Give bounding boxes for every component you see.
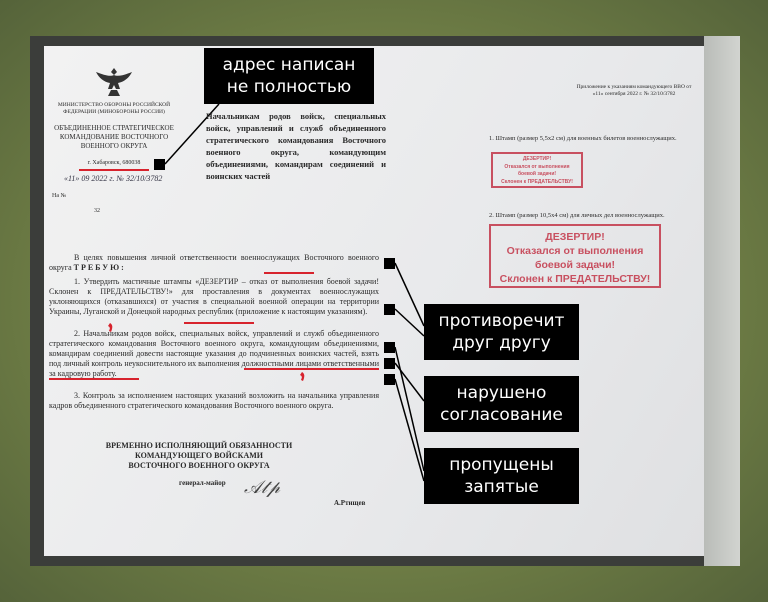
- missing-comma-1: [108, 323, 113, 332]
- annotation-address: адрес написан не полностью: [204, 48, 374, 104]
- body-paragraph-1: 1. Утвердить мастичные штампы «ДЕЗЕРТИР …: [49, 277, 379, 316]
- eagle-emblem-icon: [96, 68, 132, 96]
- callout-marker: [384, 342, 395, 353]
- callout-marker: [384, 358, 395, 369]
- ministry-name: МИНИСТЕРСТВО ОБОРОНЫ РОССИЙСКОЙ ФЕДЕРАЦИ…: [57, 102, 171, 115]
- underline-demand: [264, 272, 314, 274]
- body-intro: В целях повышения личной ответственности…: [49, 253, 379, 272]
- signature-rank: генерал-майор: [179, 479, 226, 487]
- annotation-commas: пропущены запятые: [424, 448, 579, 504]
- signatory-name: А.Ртищев: [334, 499, 366, 507]
- callout-marker: [384, 258, 395, 269]
- annotation-contradicts: противоречит друг другу: [424, 304, 579, 360]
- appendix-item-1: 1. Штамп (размер 5,5х2 см) для военных б…: [489, 135, 677, 142]
- callout-marker: [384, 374, 395, 385]
- command-name: ОБЪЕДИНЕННОЕ СТРАТЕГИЧЕСКОЕ КОМАНДОВАНИЕ…: [54, 124, 174, 150]
- na-no: На №: [52, 193, 67, 199]
- date-line: «11» 09 2022 г. № 32/10/3782: [64, 174, 163, 183]
- underline-execution: [49, 378, 139, 380]
- addressee: Начальникам родов войск, специальных вой…: [206, 111, 386, 181]
- appendix-header: Приложение к указаниям командующего ВВО …: [576, 84, 692, 97]
- document-photo: МИНИСТЕРСТВО ОБОРОНЫ РОССИЙСКОЙ ФЕДЕРАЦИ…: [30, 36, 740, 566]
- code: 32: [94, 208, 100, 214]
- underline-address: [79, 169, 149, 171]
- body-paragraph-3: 3. Контроль за исполнением настоящих ука…: [49, 391, 379, 410]
- missing-comma-2: [300, 372, 305, 381]
- underline-control: [244, 368, 379, 370]
- body-paragraph-2: 2. Начальникам родов войск, специальных …: [49, 329, 379, 378]
- missing-comma-marks: [108, 323, 305, 381]
- handwritten-signature: 𝒜𝓉𝓅: [244, 477, 280, 497]
- underline-instructions: [184, 322, 254, 324]
- address: г. Хабаровск, 680038: [87, 160, 141, 166]
- callout-marker: [384, 304, 395, 315]
- callout-lines: [164, 103, 425, 482]
- appendix-item-2: 2. Штамп (размер 10,5х4 см) для личных д…: [489, 212, 665, 219]
- callout-marker: [154, 159, 165, 170]
- background-wall: [704, 36, 740, 566]
- annotation-approval: нарушено согласование: [424, 376, 579, 432]
- document-page: МИНИСТЕРСТВО ОБОРОНЫ РОССИЙСКОЙ ФЕДЕРАЦИ…: [44, 46, 704, 556]
